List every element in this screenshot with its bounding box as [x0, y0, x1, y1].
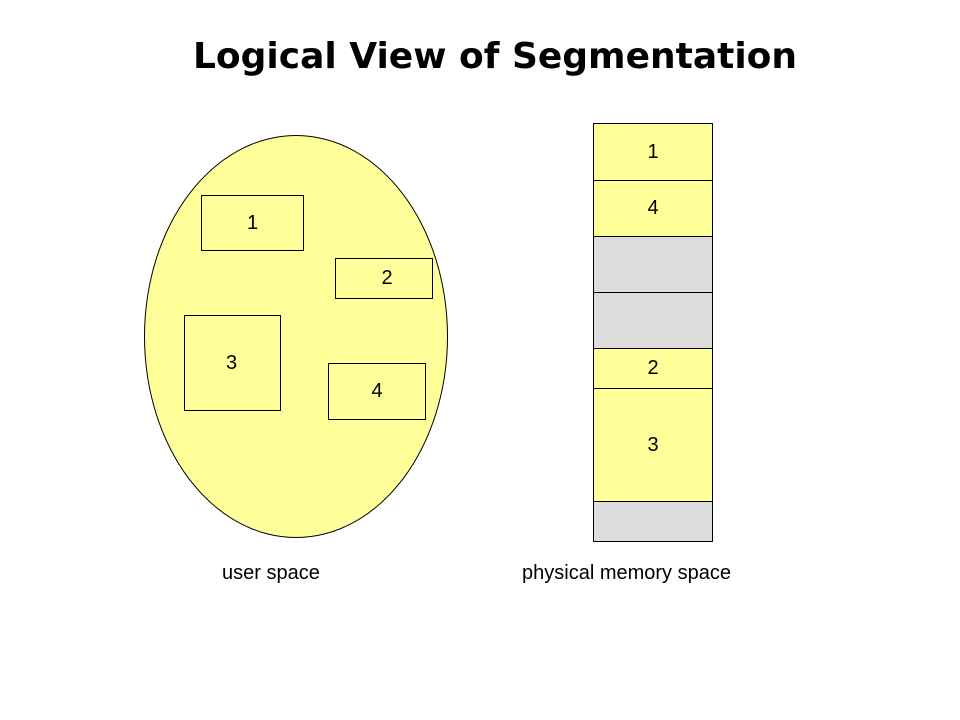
memory-block-free	[594, 237, 712, 293]
memory-block: 4	[594, 181, 712, 237]
memory-block-label: 2	[647, 357, 659, 379]
page-title: Logical View of Segmentation	[192, 36, 798, 77]
memory-block-label: 3	[647, 433, 659, 456]
memory-block: 1	[594, 124, 712, 181]
memory-block-free	[594, 502, 712, 542]
user-segment-2-label: 2	[381, 267, 393, 289]
physical-memory-label: physical memory space	[522, 562, 731, 584]
user-segment-1-label: 1	[246, 211, 259, 234]
memory-block-free	[594, 293, 712, 349]
user-space-label: user space	[222, 562, 320, 584]
memory-block: 3	[594, 389, 712, 502]
memory-block-label: 1	[647, 140, 659, 163]
user-segment-3: 3	[184, 315, 281, 411]
user-segment-2: 2	[335, 258, 433, 299]
user-segment-1: 1	[201, 195, 304, 251]
memory-block-label: 4	[647, 197, 659, 219]
physical-memory-column: 1 4 2 3	[593, 123, 713, 542]
user-segment-3-label: 3	[226, 352, 238, 374]
user-segment-4: 4	[328, 363, 426, 420]
user-segment-4-label: 4	[371, 380, 383, 402]
memory-block: 2	[594, 349, 712, 389]
